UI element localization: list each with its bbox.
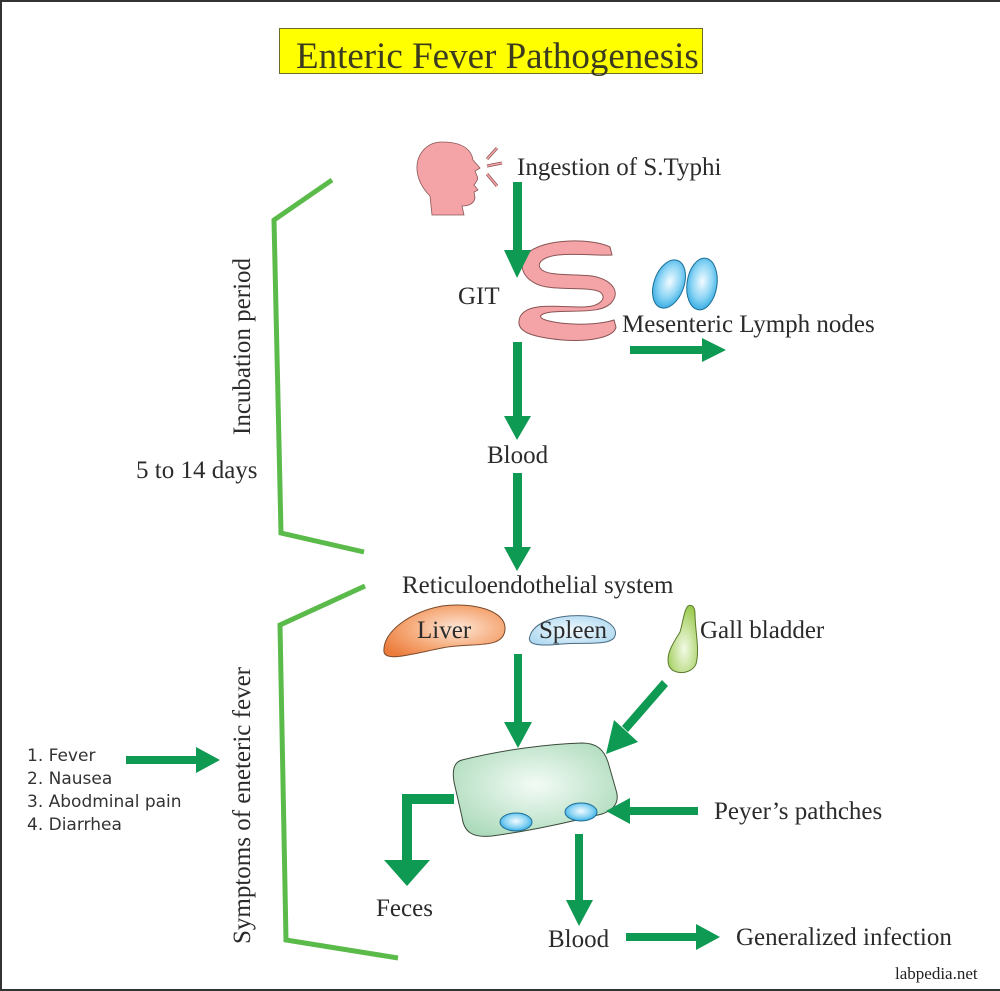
arrow-down-icon [504,654,532,748]
arrow-down-icon [566,834,593,926]
symptom-item: 4. Diarrhea [27,815,122,835]
peyers-patch-icon [452,742,618,837]
incubation-duration: 5 to 14 days [136,457,258,484]
head-speaking-icon [416,141,503,216]
symptom-item: 3. Abodminal pain [27,792,182,812]
watermark: labpedia.net [895,964,978,983]
arrows [126,182,726,950]
feces-label: Feces [376,895,433,922]
lymph-node-icon [686,257,718,311]
symptoms-label: Symptoms of eneteric fever [229,667,256,944]
mesenteric-label: Mesenteric Lymph nodes [622,311,875,338]
lymph-follicle-icon [499,812,533,832]
lymph-node-icon [652,259,686,309]
spleen-label: Spleen [539,617,608,644]
symptom-item: 2. Nausea [27,769,113,789]
arrow-right-icon [126,747,220,773]
arrow-diagonal-icon [606,680,668,754]
incubation-period-label: Incubation period [229,257,256,435]
gallbladder-icon [667,604,699,673]
lymph-follicle-icon [564,802,598,822]
blood-label-2: Blood [548,926,610,953]
arrow-down-icon [504,473,531,571]
generalized-infection-label: Generalized infection [736,924,952,951]
ingestion-label: Ingestion of S.Typhi [517,154,722,181]
incubation-bracket [271,177,365,555]
arrow-down-icon [504,182,531,278]
page-title: Enteric Fever Pathogenesis [296,36,699,77]
arrow-right-icon [626,924,720,950]
blood-label: Blood [487,442,549,469]
gallbladder-label: Gall bladder [700,617,825,644]
symptoms-bracket [277,583,399,961]
arrow-elbow-down-icon [384,794,454,886]
symptom-item: 1. Fever [27,746,96,766]
liver-icon [383,604,506,658]
res-label: Reticuloendothelial system [402,572,674,599]
peyers-label: Peyer’s pathches [714,798,883,825]
git-label: GIT [458,283,500,310]
spleen-icon [528,615,616,646]
arrow-left-icon [606,798,698,824]
arrow-down-icon [504,342,531,440]
intestine-icon [518,240,617,341]
liver-label: Liver [417,617,472,644]
title-box: Enteric Fever Pathogenesis [279,28,703,77]
arrow-right-icon [630,338,726,362]
